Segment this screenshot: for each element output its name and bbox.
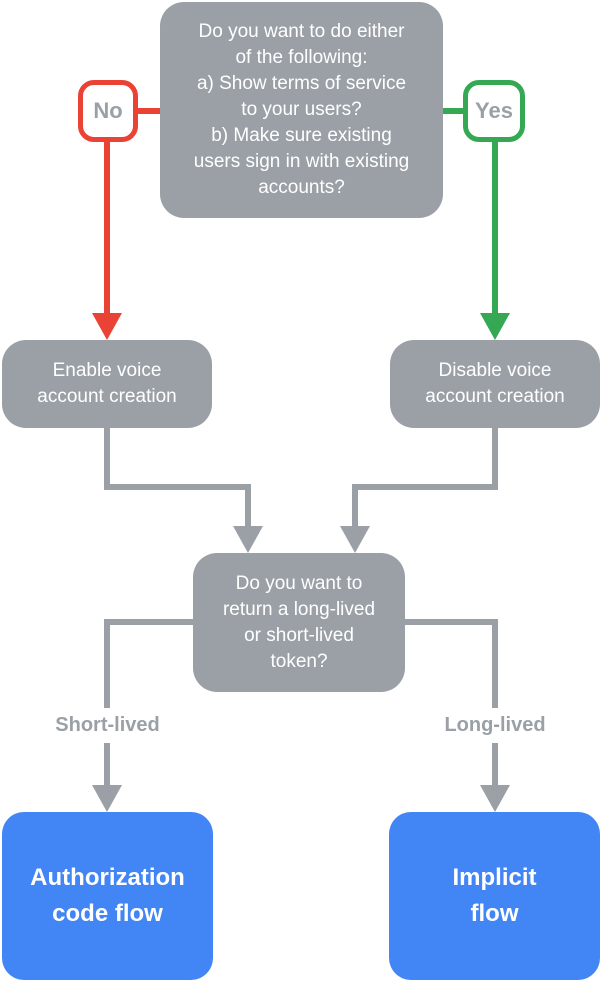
- enable-node-line: account creation: [37, 386, 177, 407]
- enable-out-vertical-line: [104, 426, 110, 490]
- enable-voice-account-creation-node: Enable voice account creation: [2, 340, 212, 428]
- green-arrow-down-icon: [480, 313, 510, 340]
- question-terms-line: to your users?: [241, 99, 362, 120]
- disable-out-vertical-line: [492, 426, 498, 490]
- no-pill: No: [78, 80, 138, 142]
- short-lived-edge-label-text: Short-lived: [55, 714, 160, 736]
- yes-pill-label: Yes: [475, 98, 513, 123]
- no-branch-horizontal-line: [137, 108, 160, 114]
- question-terms-line: Do you want to do either: [198, 21, 405, 42]
- enable-arrow-down-icon: [233, 526, 263, 553]
- authorization-code-flow-node: Authorization code flow: [2, 812, 213, 980]
- yes-branch-horizontal-line: [443, 108, 463, 114]
- disable-elbow-vertical-line: [352, 484, 358, 530]
- auth-node-line: code flow: [52, 900, 163, 927]
- enable-elbow-horizontal-line: [104, 484, 251, 490]
- long-lived-arrow-down-icon: [480, 785, 510, 812]
- disable-voice-account-creation-node: Disable voice account creation: [390, 340, 600, 428]
- enable-node-line: Enable voice: [52, 360, 162, 381]
- question-token-line: token?: [270, 650, 328, 672]
- question-terms-line: b) Make sure existing: [211, 125, 392, 146]
- long-lived-edge-label: Long-lived: [410, 708, 580, 743]
- enable-elbow-vertical-line: [245, 484, 251, 530]
- question-token-line: or short-lived: [244, 624, 354, 646]
- disable-arrow-down-icon: [340, 526, 370, 553]
- no-pill-label: No: [93, 98, 123, 123]
- red-arrow-down-icon: [92, 313, 122, 340]
- question-token-line: Do you want to: [235, 572, 363, 594]
- disable-node-line: Disable voice: [438, 360, 552, 381]
- long-lived-horizontal-line: [405, 619, 498, 625]
- question-token-node: Do you want to return a long-lived or sh…: [193, 553, 405, 692]
- implicit-flow-node: Implicit flow: [389, 812, 600, 980]
- yes-pill: Yes: [463, 80, 525, 142]
- question-terms-line: users sign in with existing: [193, 151, 410, 172]
- question-token-line: return a long-lived: [222, 598, 376, 620]
- yes-branch-vertical-line: [492, 139, 498, 315]
- implicit-node-line: Implicit: [452, 864, 537, 891]
- disable-node-line: account creation: [425, 386, 565, 407]
- question-terms-node: Do you want to do either of the followin…: [160, 2, 443, 218]
- no-branch-vertical-line: [104, 139, 110, 315]
- question-terms-line: accounts?: [258, 177, 345, 198]
- auth-node-line: Authorization: [30, 864, 185, 891]
- question-terms-line: a) Show terms of service: [196, 73, 407, 94]
- long-lived-edge-label-text: Long-lived: [444, 714, 546, 736]
- implicit-node-line: flow: [470, 900, 519, 927]
- short-lived-horizontal-line: [104, 619, 193, 625]
- long-lived-vertical-line: [492, 619, 498, 787]
- question-terms-line: of the following:: [235, 47, 368, 68]
- short-lived-edge-label: Short-lived: [23, 708, 192, 743]
- short-lived-arrow-down-icon: [92, 785, 122, 812]
- disable-elbow-horizontal-line: [352, 484, 498, 490]
- short-lived-vertical-line: [104, 619, 110, 787]
